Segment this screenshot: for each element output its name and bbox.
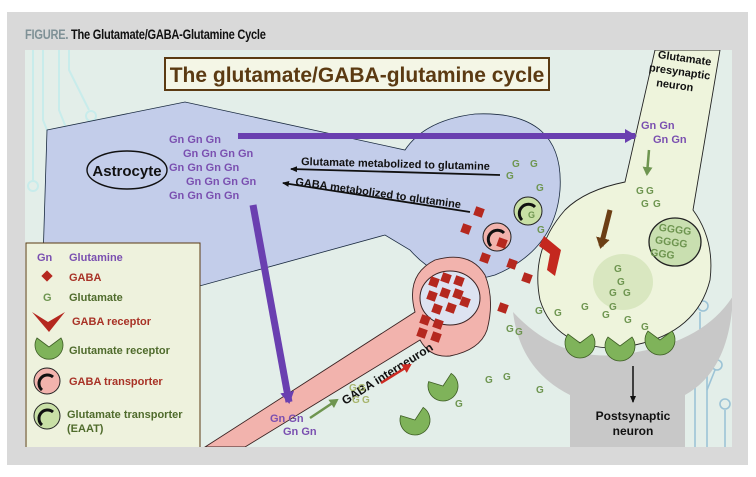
astrocyte-label-outline	[86, 150, 168, 190]
glutamine-row: Gn Gn	[641, 120, 675, 132]
title-box	[164, 57, 550, 91]
glutamate-symbol: G	[624, 315, 632, 326]
glutamine-row: Gn Gn Gn	[169, 134, 221, 146]
glutamate-symbol: G	[352, 395, 360, 406]
gaba-metabolized-arrow	[282, 180, 471, 213]
legend-label-glutamine: Glutamine	[69, 252, 123, 264]
glutamate-symbol: G	[362, 395, 370, 406]
legend-gaba-transporter-arc	[37, 373, 54, 392]
astrocyte-label: Astrocyte	[92, 163, 161, 180]
vesicle-release-arrow	[596, 209, 613, 249]
glutamate-symbol: G	[614, 264, 622, 275]
glutamine-row: Gn Gn Gn Gn	[183, 148, 254, 160]
legend-label-glutamate-transporter: Glutamate transporter	[67, 409, 183, 421]
gaba-receptor	[539, 236, 561, 276]
glutamate-symbol: G	[536, 183, 544, 194]
legend-glutamate-receptor-icon	[34, 337, 64, 360]
glutamine-row: Gn Gn	[653, 134, 687, 146]
figure-caption: FIGURE. The Glutamate/GABA-Glutamine Cyc…	[25, 27, 266, 42]
presynaptic-label-line: neuron	[655, 77, 694, 94]
postsynaptic-neuron	[513, 297, 732, 447]
glutamate-release-zone	[593, 254, 653, 310]
glutamine-row: Gn Gn	[270, 413, 304, 425]
legend-gaba-receptor-icon	[32, 312, 65, 332]
synaptic-glutamate: G G G G G G G G G G G G G G G G G	[455, 264, 649, 410]
glutamate-metabolized-arrow	[290, 166, 501, 176]
legend-label-gaba-transporter: GABA transporter	[69, 376, 163, 388]
legend-glutamate-transporter-arc	[37, 408, 54, 427]
glutamate-symbol: G	[528, 210, 535, 220]
glutamate-symbol: G	[455, 399, 463, 410]
glutamate-symbol: G	[609, 288, 617, 299]
legend-label-glutamate-receptor: Glutamate receptor	[69, 345, 171, 357]
legend-glutamine-symbol: Gn	[37, 252, 53, 264]
vesicle-row: GGGG	[654, 234, 688, 250]
glutamate-symbol: G	[515, 327, 523, 338]
glutamate-symbol: G	[554, 308, 562, 319]
glutamine-to-glutamate-arrow	[309, 398, 339, 420]
glutamate-symbol: G	[358, 383, 366, 394]
diagram-title: The glutamate/GABA-glutamine cycle	[170, 64, 545, 87]
cycle-diagram: The glutamate/GABA-glutamine cycle Astro…	[25, 50, 732, 447]
glutamate-symbol: G	[617, 277, 625, 288]
glutamate-metabolized-label: Glutamate metabolized to glutamine	[301, 156, 490, 173]
glutamine-row: Gn Gn Gn Gn	[169, 190, 240, 202]
gaba-interneuron	[204, 256, 491, 447]
glutamine-row: Gn Gn Gn Gn	[186, 176, 257, 188]
postsynaptic-label: Postsynaptic neuron	[596, 409, 671, 438]
postsynaptic-label-line: neuron	[613, 424, 654, 438]
presynaptic-glutamate-cluster: G G G G	[636, 186, 661, 210]
glutamate-symbol: G	[512, 159, 520, 170]
glutamate-symbol: G	[503, 372, 511, 383]
glutamate-symbol: G	[641, 322, 649, 333]
glutamate-symbol: G	[646, 186, 654, 197]
interneuron-glutamate-cluster: G G G G	[349, 383, 370, 406]
vesicle-row: GGG	[649, 247, 675, 262]
glutamate-symbol: G	[537, 225, 545, 236]
legend-label-glutamate: Glutamate	[69, 292, 123, 304]
interneuron-glutamine-cluster: Gn Gn Gn Gn	[270, 413, 317, 438]
glutamate-to-gaba-arrow	[380, 363, 412, 385]
presynaptic-glutamine-cluster: Gn Gn Gn Gn	[641, 120, 687, 146]
glutamine-to-interneuron-arrow	[249, 204, 295, 404]
glutamate-transporter: G	[513, 196, 543, 226]
glutamate-symbol: G	[530, 159, 538, 170]
vesicle-row: GGGG	[658, 222, 692, 238]
glutamate-symbol: G	[641, 199, 649, 210]
glutamate-symbol: G	[506, 324, 514, 335]
caption-lead: FIGURE.	[25, 27, 69, 42]
gaba-transporter	[482, 222, 512, 252]
glutamine-to-glutamate-arrow	[642, 149, 653, 176]
caption-text: The Glutamate/GABA-Glutamine Cycle	[68, 27, 266, 42]
glutamate-symbol: G	[636, 186, 644, 197]
vesicle-glutamate-cluster: GGGG GGGG GGG	[649, 222, 692, 262]
postsynaptic-label-line: Postsynaptic	[596, 409, 671, 423]
glutamate-symbol: G	[485, 375, 493, 386]
glutamate-vesicle	[648, 217, 702, 267]
glutamate-symbol: G	[581, 302, 589, 313]
legend-label-glutamate-transporter-abbr: (EAAT)	[67, 423, 104, 435]
synaptic-glutamate-near-astrocyte: G G G G G	[506, 159, 545, 236]
legend: Gn Glutamine GABA G Glutamate GABA recep…	[25, 242, 201, 447]
glutamate-symbol: G	[535, 306, 543, 317]
astrocyte-glutamine-cluster: Gn Gn Gn Gn Gn Gn Gn Gn Gn Gn Gn Gn Gn G…	[169, 134, 257, 202]
legend-label-gaba: GABA	[69, 272, 101, 284]
glutamate-symbol: G	[536, 385, 544, 396]
glutamate-symbol: G	[602, 310, 610, 321]
glutamate-symbol: G	[653, 199, 661, 210]
glutamate-symbol: G	[623, 288, 631, 299]
legend-glutamate-symbol: G	[43, 292, 52, 304]
glutamate-symbol: G	[609, 302, 617, 313]
legend-label-gaba-receptor: GABA receptor	[72, 316, 152, 328]
glutamate-symbol: G	[349, 383, 357, 394]
glutamate-symbol: G	[506, 171, 514, 182]
glutamine-row: Gn Gn Gn Gn	[169, 162, 240, 174]
glutamine-row: Gn Gn	[283, 426, 317, 438]
